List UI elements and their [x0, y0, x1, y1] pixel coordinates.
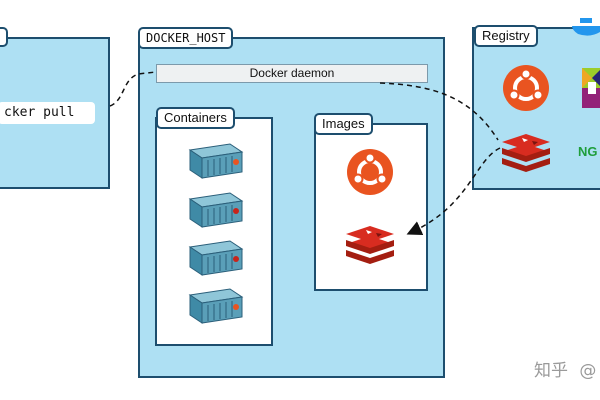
- docker-daemon-bar: Docker daemon: [156, 64, 428, 83]
- registry-to-images-arrow: [406, 147, 501, 235]
- docker-host-title: DOCKER_HOST: [138, 27, 234, 49]
- container-icon: [188, 143, 244, 179]
- docker-pull-command: cker pull: [0, 102, 95, 124]
- container-icon: [188, 240, 244, 276]
- containers-title: Containers: [156, 107, 235, 129]
- container-icon: [188, 288, 244, 324]
- zhihu-watermark: 知乎 @: [534, 356, 596, 381]
- watermark-text: 知乎: [534, 361, 568, 381]
- images-title: Images: [314, 113, 373, 135]
- registry-title: Registry: [474, 25, 538, 47]
- client-to-daemon-arrow: [109, 71, 157, 107]
- ubuntu-icon: [347, 149, 393, 195]
- nginx-logo: NG: [578, 144, 598, 159]
- ubuntu-icon: [503, 65, 549, 111]
- docker-whale-icon: [572, 18, 600, 36]
- container-icon: [188, 192, 244, 228]
- redis-icon: [502, 134, 550, 172]
- daemon-to-registry-arrow: [379, 82, 499, 141]
- redis-icon: [346, 226, 394, 264]
- centos-icon: [582, 68, 600, 108]
- watermark-at: @: [579, 361, 597, 381]
- client-panel-tab: [0, 27, 8, 47]
